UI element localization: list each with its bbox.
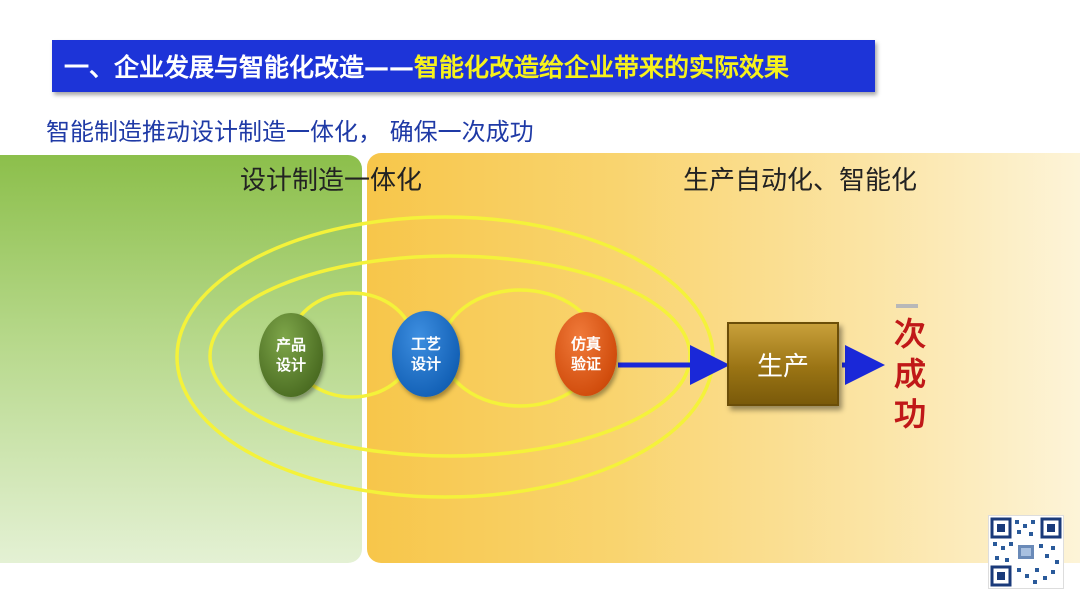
title-highlight: 智能化改造给企业带来的实际效果 <box>414 53 790 82</box>
title-prefix: 一、企业发展与智能化改造—— <box>64 53 415 82</box>
title-bar: 一、企业发展与智能化改造——智能化改造给企业带来的实际效果 <box>52 40 875 92</box>
production-box: 生产 <box>727 322 839 406</box>
automation-label: 生产自动化、智能化 <box>683 166 918 196</box>
success-label: 次 成 功 <box>890 300 930 434</box>
qr-code-icon <box>990 517 1062 587</box>
simulation-line1: 仿真 <box>570 335 601 353</box>
simulation-node: 仿真 验证 <box>555 312 617 396</box>
design-manufacturing-label: 设计制造一体化 <box>240 166 423 196</box>
product-design-line1: 产品 <box>275 336 306 354</box>
subtitle: 智能制造推动设计制造一体化， 确保一次成功 <box>46 118 534 146</box>
process-design-line2: 设计 <box>410 355 441 373</box>
product-design-node: 产品 设计 <box>259 313 323 397</box>
qr-code <box>988 515 1064 589</box>
production-label: 生产 <box>756 351 809 382</box>
success-char-1 <box>896 304 918 308</box>
success-char-3: 成 <box>893 355 926 393</box>
process-design-line1: 工艺 <box>410 335 441 353</box>
success-char-4: 功 <box>893 395 926 433</box>
process-design-node: 工艺 设计 <box>392 311 460 397</box>
product-design-line2: 设计 <box>275 356 306 374</box>
simulation-line2: 验证 <box>570 355 601 373</box>
success-char-2: 次 <box>893 315 926 353</box>
